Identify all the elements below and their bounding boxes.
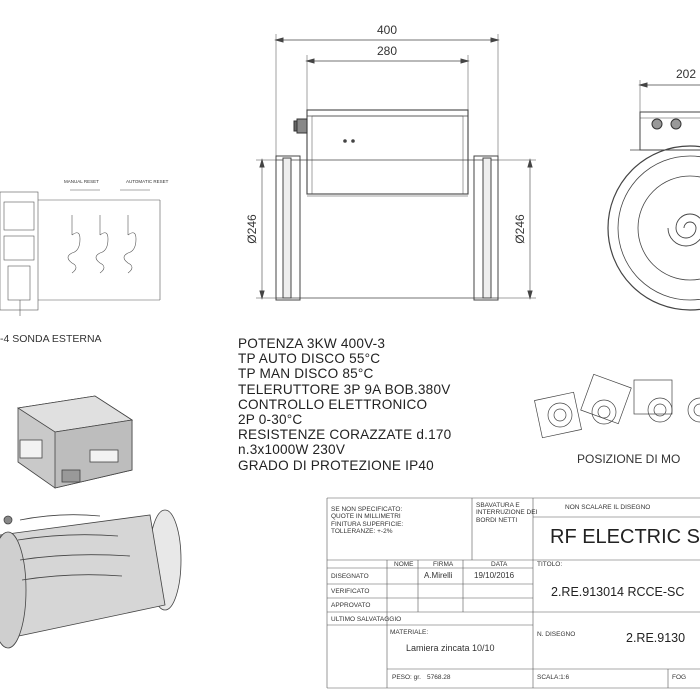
code-title: 2.RE.913014 RCCE-SC (551, 585, 685, 599)
spec-line: POTENZA 3KW 400V-3 (238, 336, 386, 351)
foglio-label: FOG (672, 674, 687, 681)
row-label-disegnato: DISEGNATO (331, 573, 369, 580)
col-nome: NOME (394, 561, 414, 568)
note-line: QUOTE IN MILLIMETRI (331, 513, 401, 521)
general-notes: SE NON SPECIFICATO: QUOTE IN MILLIMETRI … (331, 506, 403, 536)
automatic-reset-label: AUTOMATIC RESET (126, 179, 169, 184)
wiring-diagram (0, 189, 161, 316)
titolo-label: TITOLO: (537, 561, 563, 568)
row-data-disegnato: 19/10/2016 (474, 571, 515, 580)
front-view (256, 34, 536, 301)
title-block (326, 497, 700, 689)
spec-line: GRADO DI PROTEZIONE IP40 (238, 457, 434, 473)
n-disegno-value: 2.RE.9130 (626, 631, 686, 645)
row-firma-disegnato: A.Mirelli (424, 571, 453, 580)
dim-diameter-front: Ø246 (245, 214, 259, 244)
row-label-approvato: APPROVATO (331, 602, 371, 609)
spec-line: 2P 0-30°C (238, 412, 303, 428)
spec-line: TP AUTO DISCO 55°C (238, 351, 381, 367)
materiale-value: Lamiera zincata 10/10 (406, 643, 495, 653)
spec-line: TP MAN DISCO 85°C (238, 366, 374, 382)
materiale-label: MATERIALE: (390, 629, 429, 636)
dim-body-length: 280 (377, 44, 397, 58)
deburr-line: INTERRUZIONE DEI (476, 509, 538, 517)
spec-line: RESISTENZE CORAZZATE d.170 (238, 427, 452, 443)
mounting-positions (534, 373, 700, 439)
note-line: TOLLERANZE: +-2% (331, 528, 393, 536)
dim-side-width: 202 (676, 67, 696, 81)
col-firma: FIRMA (433, 561, 454, 568)
peso-label: PESO: gr. (392, 674, 421, 681)
isometric-view (0, 395, 182, 649)
no-scale-note: NON SCALARE IL DISEGNO (565, 504, 651, 511)
col-data: DATA (491, 561, 508, 568)
sonda-esterna-caption: -4 SONDA ESTERNA (0, 333, 102, 345)
n-disegno-label: N. DISEGNO (537, 631, 576, 638)
note-line: SE NON SPECIFICATO: (331, 506, 403, 513)
deburr-line: BORDI NETTI (476, 516, 518, 524)
side-view (607, 80, 700, 311)
mounting-caption: POSIZIONE DI MO (577, 452, 680, 466)
dim-overall-length: 400 (377, 23, 397, 37)
manual-reset-label: MANUAL RESET (64, 179, 99, 184)
spec-line: n.3x1000W 230V (238, 442, 346, 458)
dim-diameter-right: Ø246 (513, 214, 527, 244)
drawing-title: RF ELECTRIC S (550, 526, 700, 548)
scala-value: SCALA:1:6 (537, 674, 570, 681)
spec-line: TELERUTTORE 3P 9A BOB.380V (238, 381, 451, 397)
deburr-note: SBAVATURA E INTERRUZIONE DEI BORDI NETTI (476, 502, 537, 524)
peso-value: 5768.28 (427, 674, 451, 681)
deburr-line: SBAVATURA E (476, 502, 520, 509)
ultimo-salvataggio: ULTIMO SALVATAGGIO (331, 616, 402, 623)
spec-line: CONTROLLO ELETTRONICO (238, 396, 428, 412)
specification-list: POTENZA 3KW 400V-3 TP AUTO DISCO 55°C TP… (238, 336, 451, 473)
row-label-verificato: VERIFICATO (331, 588, 370, 595)
note-line: FINITURA SUPERFICIE: (331, 520, 404, 528)
